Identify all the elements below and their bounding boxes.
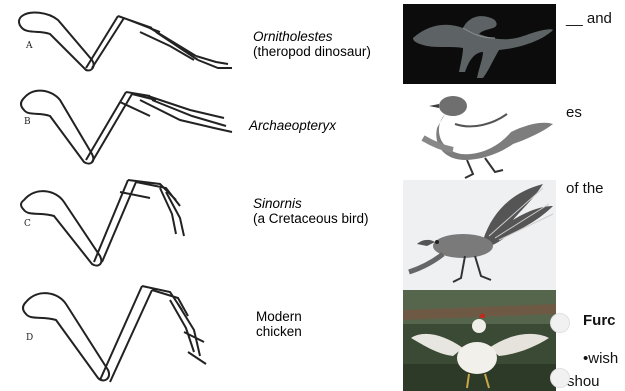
photo-chicken: [403, 290, 556, 391]
caption-ornitholestes: Ornitholestes (theropod dinosaur): [253, 29, 371, 59]
panel-b-letter: B: [24, 117, 31, 127]
species-desc: (a Cretaceous bird): [253, 211, 369, 226]
species-desc: chicken: [256, 324, 302, 339]
slide-nav-button-lower[interactable]: [550, 368, 570, 388]
slide-bullet-fragment: •wish: [583, 350, 618, 367]
species-name: Modern: [256, 309, 302, 324]
caption-modern-chicken: Modern chicken: [256, 309, 302, 339]
slide-text-fragment-3: of the: [566, 180, 604, 197]
photo-archaeopteryx: [403, 84, 556, 180]
limb-drawing-b: B: [0, 76, 250, 176]
limb-drawing-d: D: [0, 272, 250, 391]
species-desc: (theropod dinosaur): [253, 44, 371, 59]
photo-sinornis: [403, 180, 556, 290]
panel-a-letter: A: [25, 41, 33, 51]
species-name: Ornitholestes: [253, 29, 333, 44]
species-name: Sinornis: [253, 196, 302, 211]
caption-archaeopteryx: Archaeopteryx: [249, 118, 336, 133]
slide-heading-furcula: Furc: [583, 312, 616, 329]
panel-c-letter: C: [24, 219, 31, 229]
slide-text-fragment-4: shou: [567, 373, 600, 390]
photo-ornitholestes: [403, 4, 556, 84]
slide-text-fragment-1: __ and: [566, 10, 612, 27]
limb-drawing-c: C: [0, 170, 250, 274]
caption-sinornis: Sinornis (a Cretaceous bird): [253, 196, 369, 226]
slide-nav-button-upper[interactable]: [550, 313, 570, 333]
species-name: Archaeopteryx: [249, 118, 336, 133]
slide-text-fragment-2: es: [566, 104, 582, 121]
panel-d-letter: D: [26, 333, 33, 343]
